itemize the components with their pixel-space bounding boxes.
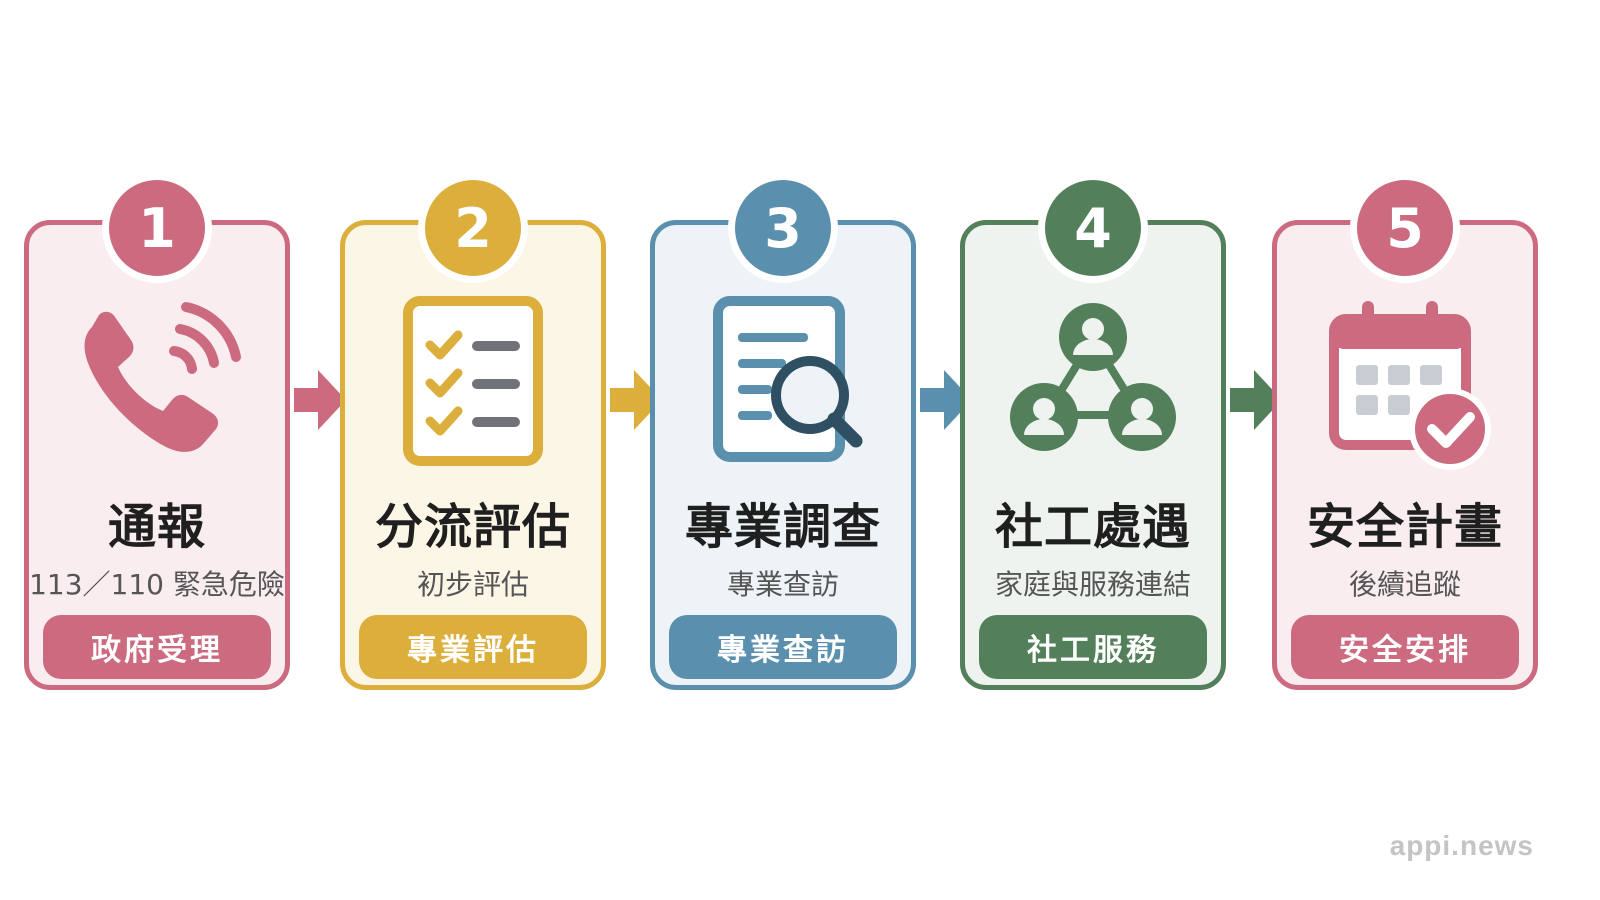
step-subtitle: 後續追蹤 — [1348, 568, 1461, 601]
step-tag: 專業評估 — [359, 615, 587, 679]
document-search-icon — [688, 289, 878, 479]
step-card-1: 1 通報 113／110 緊急危險 政府受理 — [24, 173, 290, 690]
step-card-3: 3 專業調查 專業查訪 專業查訪 — [650, 173, 916, 690]
people-network-icon — [998, 289, 1188, 479]
step-number-badge: 1 — [102, 173, 212, 283]
step-card-4: 4 社工處遇 家庭與服務連結 社工服務 — [960, 173, 1226, 690]
step-subtitle: 專業查訪 — [726, 568, 839, 601]
step-number-badge: 2 — [418, 173, 528, 283]
step-subtitle: 家庭與服務連結 — [994, 568, 1191, 601]
step-title: 安全計畫 — [1306, 499, 1503, 555]
step-tag: 社工服務 — [979, 615, 1207, 679]
calendar-check-icon — [1310, 289, 1500, 479]
step-title: 通報 — [107, 499, 206, 555]
arrow-right-icon — [1230, 368, 1282, 432]
arrow-right-icon — [610, 368, 662, 432]
step-title: 分流評估 — [374, 499, 571, 555]
phone-icon — [62, 289, 252, 479]
step-card-2: 2 分流評估 初步評估 專業評估 — [340, 173, 606, 690]
step-subtitle: 初步評估 — [416, 568, 529, 601]
step-title: 社工處遇 — [994, 499, 1191, 555]
checklist-icon — [378, 289, 568, 479]
step-title: 專業調查 — [684, 499, 881, 555]
arrow-right-icon — [294, 368, 346, 432]
step-number-badge: 3 — [728, 173, 838, 283]
step-tag: 專業查訪 — [669, 615, 897, 679]
step-number-badge: 5 — [1350, 173, 1460, 283]
step-tag: 政府受理 — [43, 615, 271, 679]
arrow-right-icon — [920, 368, 972, 432]
step-subtitle: 113／110 緊急危險 — [29, 568, 285, 601]
step-tag: 安全安排 — [1291, 615, 1519, 679]
watermark: appi.news — [1389, 830, 1534, 861]
step-card-5: 5 安全計畫 後續追蹤 安全安排 — [1272, 173, 1538, 690]
step-number-badge: 4 — [1038, 173, 1148, 283]
